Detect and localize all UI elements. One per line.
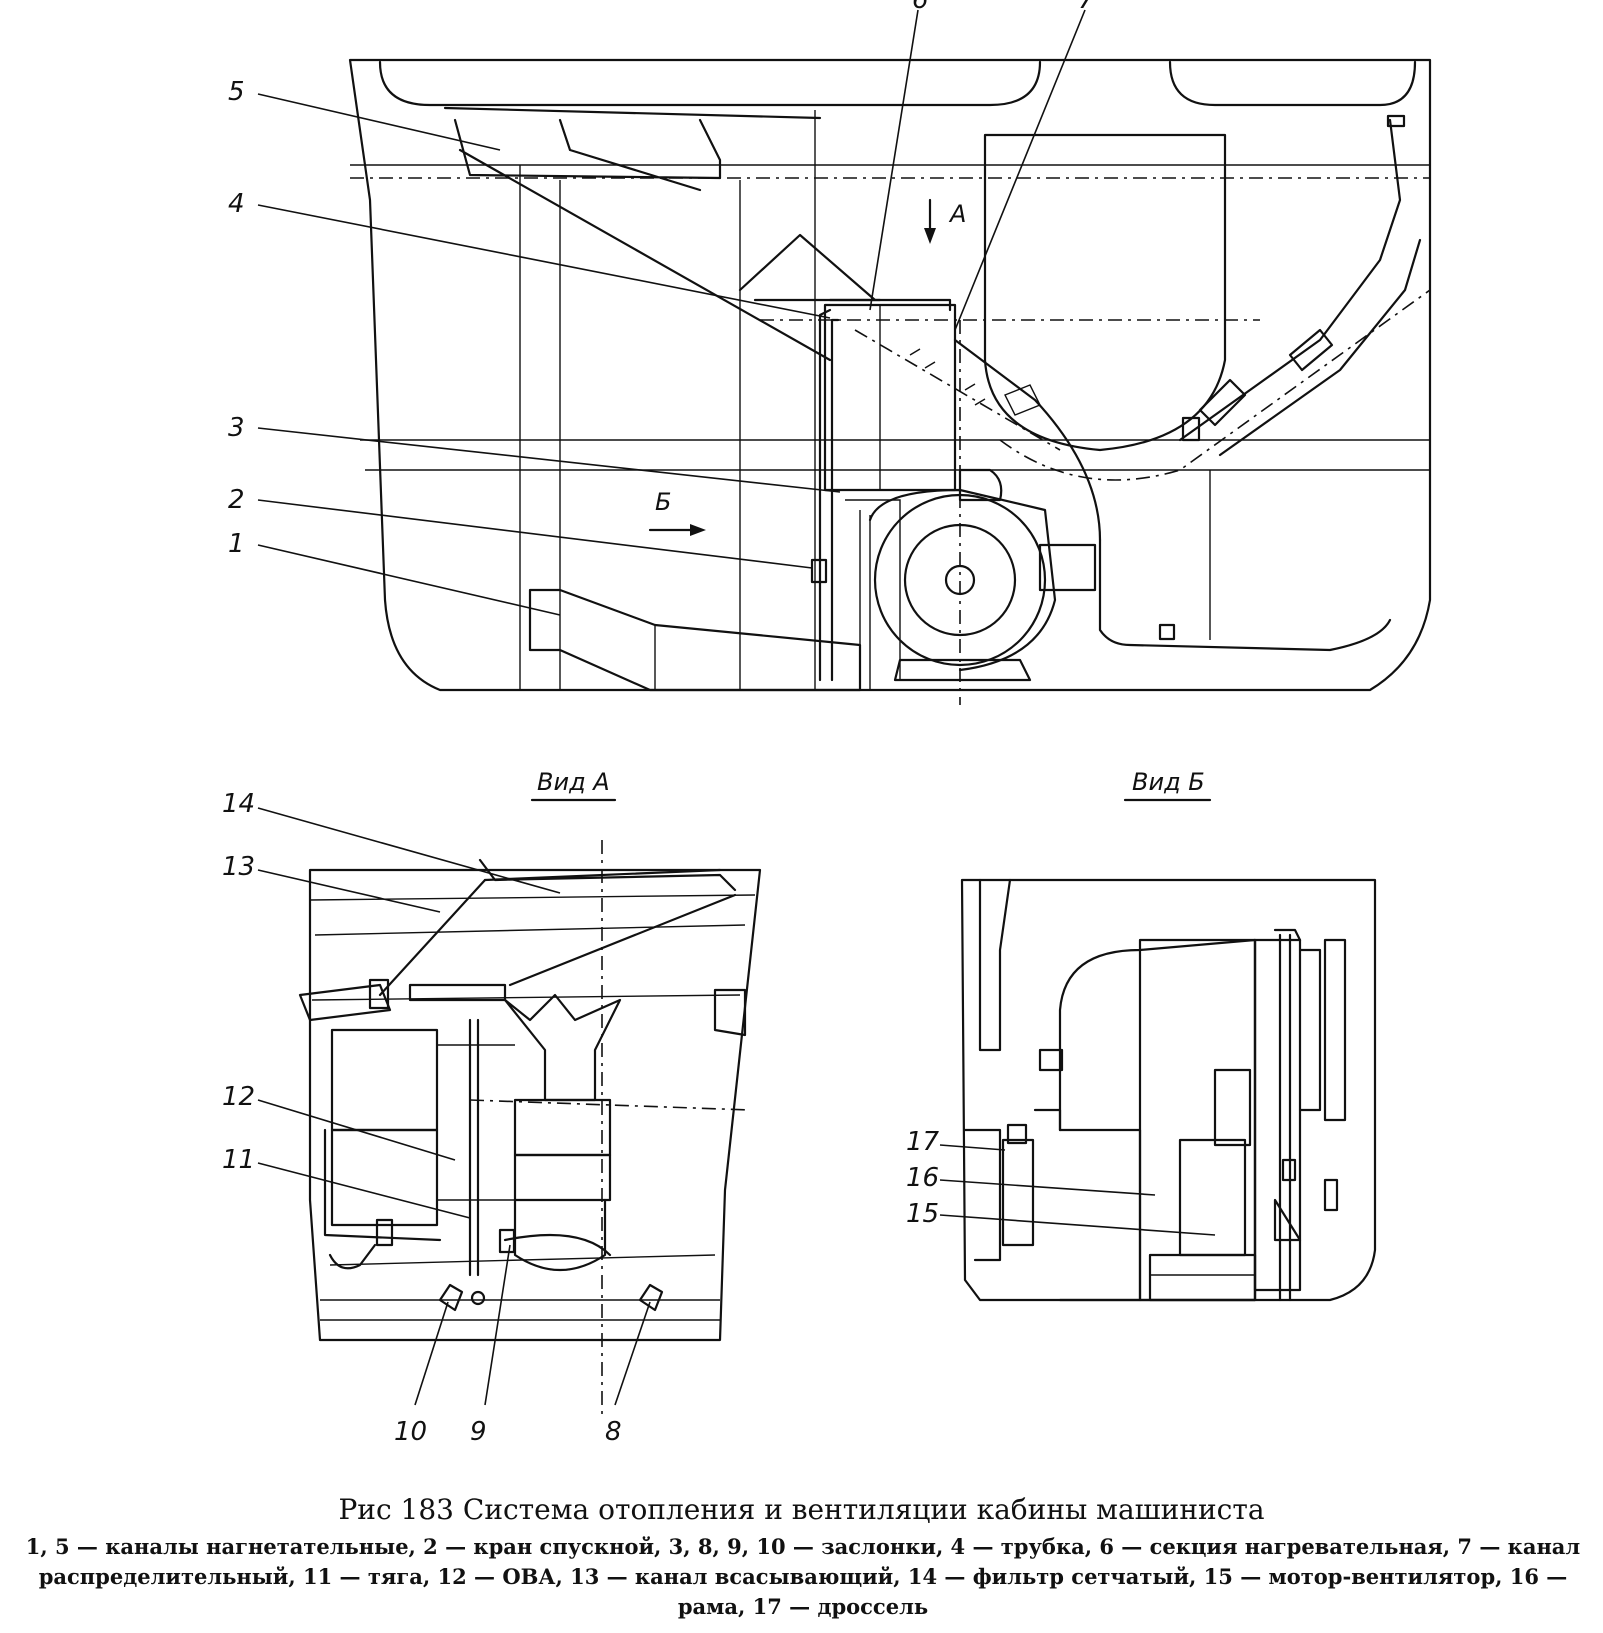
label-1: 1 <box>228 529 245 559</box>
label-6: 6 <box>912 0 929 15</box>
figure-legend: 1, 5 — каналы нагнетательные, 2 — кран с… <box>25 1534 1581 1619</box>
label-16: 16 <box>906 1163 939 1193</box>
label-3: 3 <box>228 413 245 443</box>
main-view: А Б 5 4 3 2 1 6 7 <box>228 0 1432 705</box>
label-4: 4 <box>228 189 245 219</box>
label-10: 10 <box>394 1417 427 1447</box>
distribution-channel <box>983 133 1227 452</box>
label-9: 9 <box>470 1417 487 1447</box>
heater-section <box>823 303 957 492</box>
label-13: 13 <box>222 852 255 882</box>
cabin-contour <box>348 58 1432 692</box>
view-b-marker: Б <box>655 488 671 516</box>
figure-title: Рис 183 Система отопления и вентиляции к… <box>338 1493 1265 1526</box>
view-a: Вид А <box>222 768 762 1447</box>
label-8: 8 <box>605 1417 622 1447</box>
lower-delivery-channel <box>528 588 862 692</box>
ceiling-panel-right <box>1168 60 1417 107</box>
view-a-title: Вид А <box>537 768 610 796</box>
label-17: 17 <box>906 1127 940 1157</box>
fan-housing <box>1058 938 1257 1302</box>
upper-delivery-channel <box>443 106 822 192</box>
frame <box>1058 1128 1142 1302</box>
view-b: Вид Б 17 16 15 <box>906 768 1377 1302</box>
view-b-title: Вид Б <box>1132 768 1205 796</box>
label-2: 2 <box>228 485 245 515</box>
right-duct <box>1178 118 1422 457</box>
label-15: 15 <box>906 1199 939 1229</box>
label-14: 14 <box>222 789 255 819</box>
label-11: 11 <box>222 1145 255 1175</box>
heating-ventilation-drawing: А Б 5 4 3 2 1 6 7 Вид А <box>222 0 1432 1447</box>
throttle <box>1001 1138 1035 1247</box>
label-7: 7 <box>1078 0 1095 15</box>
ceiling-panel-left <box>378 60 1042 107</box>
label-12: 12 <box>222 1082 255 1112</box>
view-a-marker: А <box>948 200 966 228</box>
label-5: 5 <box>228 77 245 107</box>
heater-unit <box>330 1028 439 1132</box>
motor-fan <box>868 468 1097 682</box>
motor-fan-view-b <box>1178 1138 1247 1257</box>
mesh-filter <box>478 858 737 892</box>
